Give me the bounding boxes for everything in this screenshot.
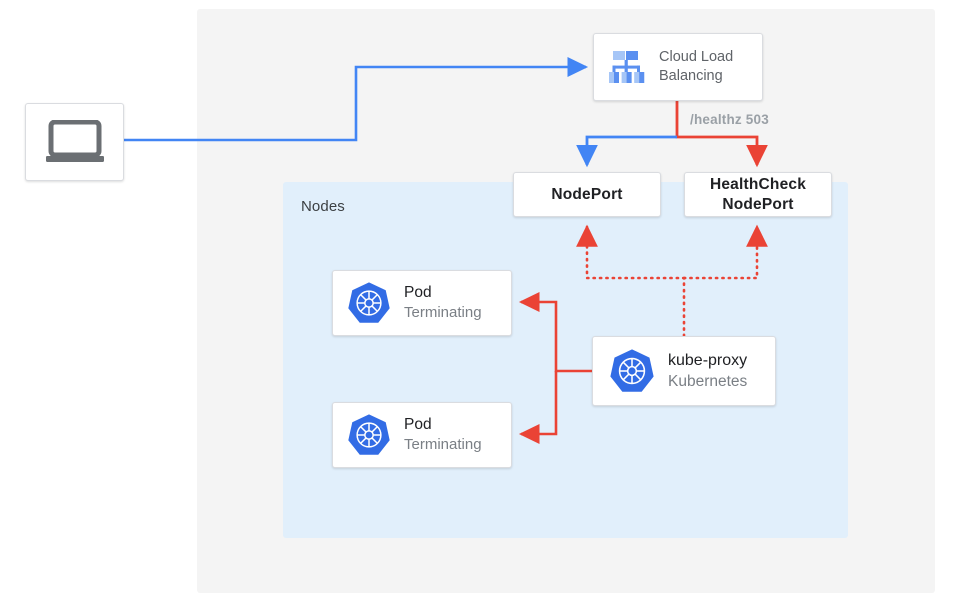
kubernetes-icon (348, 282, 390, 323)
hc-label-line1: HealthCheck (709, 175, 807, 193)
kube-proxy-card[interactable]: kube-proxy Kubernetes (592, 336, 776, 406)
cloud-load-balancing-icon (609, 51, 645, 83)
pod-status: Terminating (404, 436, 482, 453)
wire-kubeproxy-dotted-healthcheck (682, 224, 768, 280)
cloud-load-balancing-label: Cloud Load Balancing (659, 48, 733, 86)
kube-proxy-text: kube-proxy Kubernetes (668, 350, 747, 392)
wire-kubeproxy-to-pod-1 (518, 291, 592, 373)
nodes-region-label: Nodes (301, 198, 345, 215)
pod-status: Terminating (404, 304, 482, 321)
pod-title: Pod (404, 284, 432, 301)
clb-label-line2: Balancing (659, 68, 723, 84)
pod-text: Pod Terminating (404, 415, 482, 455)
client-laptop-card[interactable] (25, 103, 124, 181)
pod-text: Pod Terminating (404, 283, 482, 323)
healthcheck-nodeport-label: HealthCheck NodePort (710, 175, 806, 215)
kube-proxy-title: kube-proxy (668, 352, 748, 369)
nodeport-card[interactable]: NodePort (513, 172, 661, 217)
wire-lb-to-nodeport (576, 135, 677, 168)
cloud-load-balancing-card[interactable]: Cloud Load Balancing (593, 33, 763, 101)
kubernetes-icon (348, 414, 390, 455)
wire-kubeproxy-to-pod-2 (518, 371, 558, 445)
nodeport-label: NodePort (551, 185, 623, 203)
wire-kubeproxy-dotted-trunk (576, 224, 686, 338)
kube-proxy-subtitle: Kubernetes (668, 373, 748, 390)
wire-lb-healthz-trunk (675, 101, 768, 168)
healthz-status-label: /healthz 503 (690, 112, 769, 127)
pod-card[interactable]: Pod Terminating (332, 402, 512, 468)
pod-title: Pod (404, 416, 432, 433)
clb-label-line1: Cloud Load (659, 49, 734, 65)
kubernetes-icon (610, 349, 654, 392)
wire-client-to-lb (124, 56, 589, 142)
laptop-icon (45, 120, 104, 162)
healthcheck-nodeport-card[interactable]: HealthCheck NodePort (684, 172, 832, 217)
pod-card[interactable]: Pod Terminating (332, 270, 512, 336)
hc-label-line2: NodePort (722, 195, 794, 213)
